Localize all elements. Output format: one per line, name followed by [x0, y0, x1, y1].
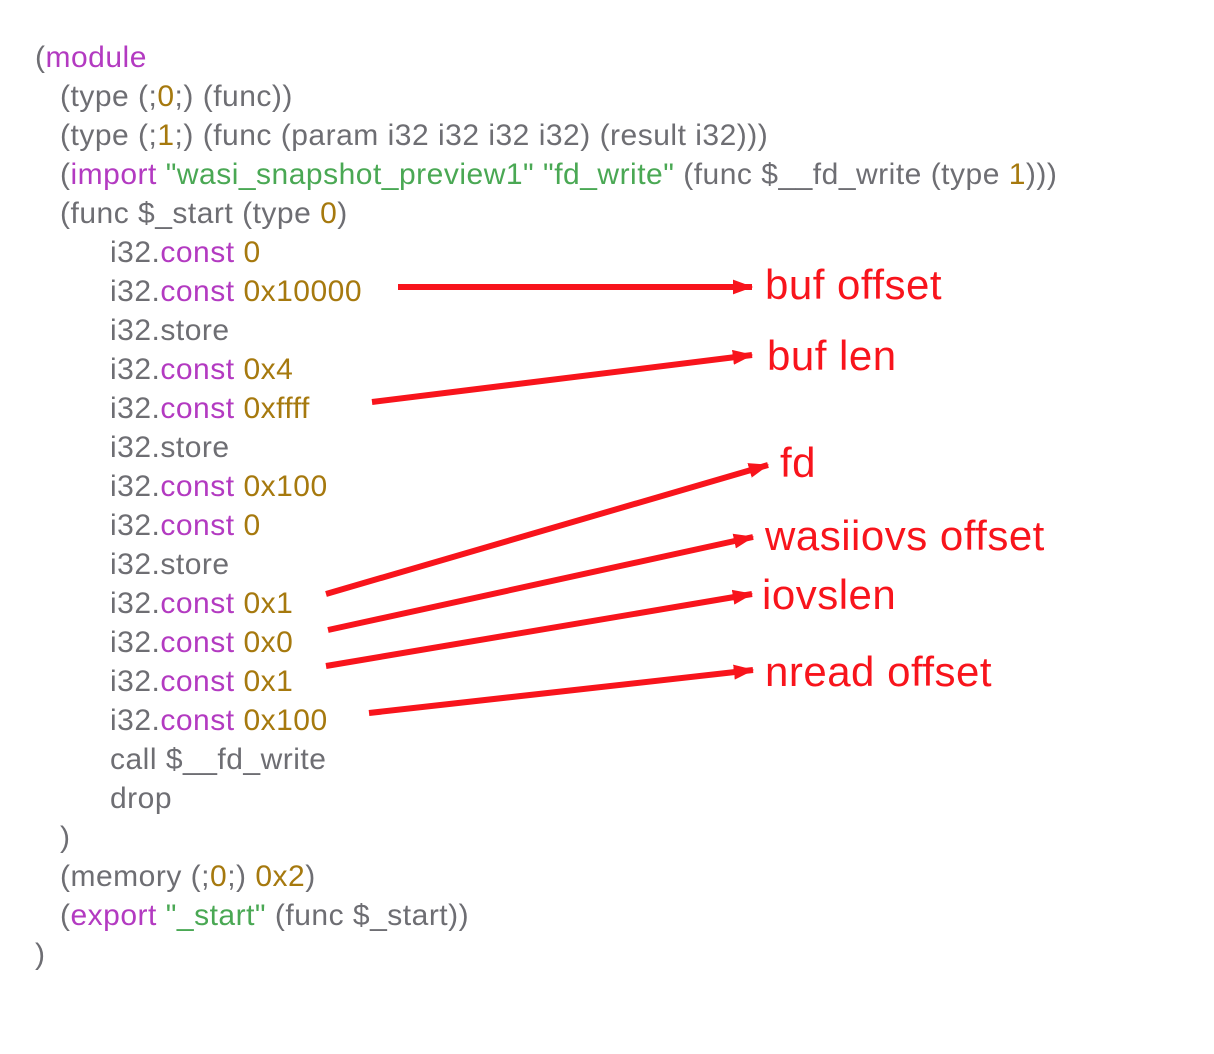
- code-line: (import "wasi_snapshot_preview1" "fd_wri…: [35, 155, 1057, 194]
- code-token-plain: drop: [110, 782, 173, 815]
- code-token-kw: const: [160, 704, 235, 737]
- code-token-num: 1: [1008, 158, 1026, 191]
- annotation-label: wasiiovs offset: [765, 512, 1045, 559]
- code-line: i32.const 0x1: [35, 584, 1057, 623]
- code-token-plain: [534, 158, 543, 191]
- code-token-plain: i32.: [110, 509, 161, 542]
- code-token-kw: module: [45, 41, 147, 74]
- code-token-num: 0: [210, 860, 228, 893]
- code-token-plain: (type (;: [60, 119, 158, 152]
- code-line: ): [35, 818, 1057, 857]
- code-token-num: 0x10000: [243, 275, 363, 308]
- code-token-kw: export: [70, 899, 157, 932]
- code-line: (module: [35, 38, 1057, 77]
- annotation-label: nread offset: [765, 648, 993, 695]
- code-line: i32.const 0x4: [35, 350, 1057, 389]
- code-token-num: 0: [320, 197, 338, 230]
- code-token-plain: ;) (func)): [174, 80, 293, 113]
- code-token-num: 0x2: [255, 860, 306, 893]
- code-line: drop: [35, 779, 1057, 818]
- code-block: (module(type (;0;) (func))(type (;1;) (f…: [35, 38, 1057, 974]
- code-token-num: 0x1: [243, 665, 294, 698]
- code-token-str: "_start": [165, 899, 267, 932]
- code-token-plain: ;): [227, 860, 256, 893]
- code-token-plain: i32.: [110, 587, 161, 620]
- code-token-plain: ;) (func (param i32 i32 i32 i32) (result…: [174, 119, 769, 152]
- code-token-plain: [157, 899, 166, 932]
- code-token-plain: (: [35, 41, 46, 74]
- code-token-num: 0x1: [243, 587, 294, 620]
- code-line: (type (;0;) (func)): [35, 77, 1057, 116]
- code-token-plain: (: [60, 158, 71, 191]
- code-token-kw: const: [160, 275, 235, 308]
- code-line: (memory (;0;) 0x2): [35, 857, 1057, 896]
- code-line: i32.const 0: [35, 233, 1057, 272]
- code-token-plain: (type (;: [60, 80, 158, 113]
- code-token-plain: ): [35, 938, 46, 971]
- annotation-label: iovslen: [762, 571, 897, 618]
- code-token-num: 0: [243, 509, 261, 542]
- code-token-str: "wasi_snapshot_preview1": [165, 158, 535, 191]
- code-line: i32.const 0xffff: [35, 389, 1057, 428]
- code-token-str: "fd_write": [543, 158, 675, 191]
- annotation-label: buf len: [767, 332, 897, 379]
- code-token-num: 0: [157, 80, 175, 113]
- code-token-plain: [157, 158, 166, 191]
- code-line: ): [35, 935, 1057, 974]
- code-token-plain: ): [60, 821, 71, 854]
- code-line: i32.store: [35, 545, 1057, 584]
- annotation-label: fd: [780, 439, 817, 486]
- code-line: (export "_start" (func $_start)): [35, 896, 1057, 935]
- code-token-plain: i32.: [110, 392, 161, 425]
- code-token-num: 0x100: [243, 704, 328, 737]
- code-token-plain: ): [337, 197, 348, 230]
- code-line: i32.store: [35, 311, 1057, 350]
- code-token-plain: i32.: [110, 470, 161, 503]
- code-token-num: 0xffff: [243, 392, 310, 425]
- code-token-plain: i32.store: [110, 431, 230, 464]
- code-token-num: 1: [157, 119, 175, 152]
- code-token-kw: const: [160, 236, 235, 269]
- code-token-plain: ))): [1025, 158, 1058, 191]
- code-token-plain: i32.: [110, 704, 161, 737]
- code-token-plain: (func $_start)): [266, 899, 470, 932]
- code-line: i32.const 0x1: [35, 662, 1057, 701]
- code-token-plain: i32.store: [110, 314, 230, 347]
- code-line: call $__fd_write: [35, 740, 1057, 779]
- code-token-kw: const: [160, 587, 235, 620]
- code-line: i32.const 0x100: [35, 467, 1057, 506]
- code-token-plain: i32.store: [110, 548, 230, 581]
- code-token-kw: import: [70, 158, 157, 191]
- code-line: i32.store: [35, 428, 1057, 467]
- code-token-kw: const: [160, 626, 235, 659]
- code-token-plain: call $__fd_write: [110, 743, 327, 776]
- code-line: i32.const 0x10000: [35, 272, 1057, 311]
- code-token-num: 0: [243, 236, 261, 269]
- annotation-label: buf offset: [765, 261, 943, 308]
- code-line: i32.const 0x0: [35, 623, 1057, 662]
- code-token-plain: (: [60, 899, 71, 932]
- code-token-plain: (memory (;: [60, 860, 210, 893]
- code-token-num: 0x100: [243, 470, 328, 503]
- code-token-plain: (func $__fd_write (type: [674, 158, 1009, 191]
- code-token-kw: const: [160, 665, 235, 698]
- code-token-kw: const: [160, 392, 235, 425]
- code-token-plain: (func $_start (type: [60, 197, 321, 230]
- code-token-kw: const: [160, 353, 235, 386]
- code-line: (type (;1;) (func (param i32 i32 i32 i32…: [35, 116, 1057, 155]
- code-token-num: 0x0: [243, 626, 294, 659]
- code-token-plain: i32.: [110, 626, 161, 659]
- code-token-plain: i32.: [110, 665, 161, 698]
- code-token-plain: i32.: [110, 353, 161, 386]
- code-line: i32.const 0x100: [35, 701, 1057, 740]
- code-token-plain: i32.: [110, 275, 161, 308]
- code-line: i32.const 0: [35, 506, 1057, 545]
- code-token-num: 0x4: [243, 353, 294, 386]
- code-line: (func $_start (type 0): [35, 194, 1057, 233]
- code-token-plain: i32.: [110, 236, 161, 269]
- code-token-kw: const: [160, 509, 235, 542]
- code-token-kw: const: [160, 470, 235, 503]
- code-token-plain: ): [305, 860, 316, 893]
